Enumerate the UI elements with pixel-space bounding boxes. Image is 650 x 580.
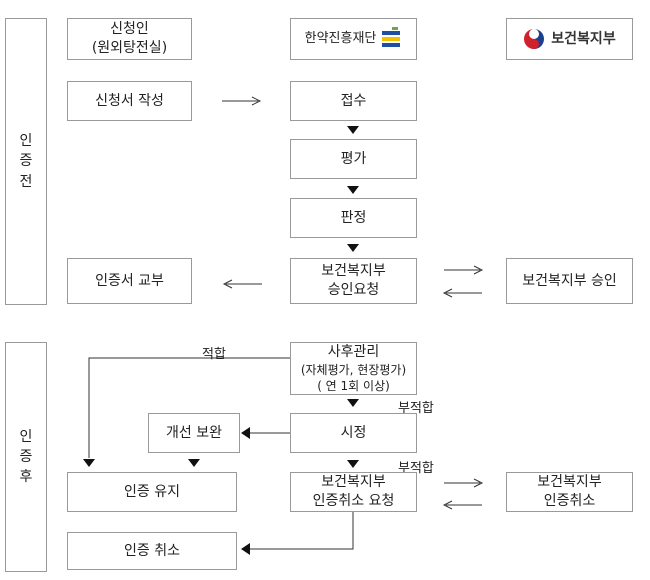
mohw-logo-box: 보건복지부: [506, 18, 633, 60]
applicant-label: 신청인: [110, 21, 149, 38]
improvement-box: 개선 보완: [148, 413, 240, 453]
application-label: 신청서 작성: [95, 92, 164, 109]
evaluation-label: 평가: [340, 150, 367, 167]
after-certification-panel: 인증후: [5, 342, 47, 572]
mohw-logo-text: 보건복지부: [551, 30, 616, 47]
cert-maintain-label: 인증 유지: [124, 483, 180, 500]
correction-order-box: 시정: [290, 413, 417, 453]
cancel-request-label-line1: 보건복지부: [321, 474, 386, 491]
unsuitable-label-1: 부적합: [398, 401, 434, 416]
post-management-label: 사후관리: [327, 343, 380, 360]
mohw-cancel-box: 보건복지부 인증취소: [506, 472, 633, 512]
triangle-into-maintain-left: [83, 459, 95, 467]
arrowhead-receipt: [251, 96, 262, 106]
mohw-cancel-label-line2: 인증취소: [543, 493, 596, 509]
post-management-methods: (자체평가, 현장평가): [300, 362, 407, 377]
triangle-judgment-to-request: [347, 244, 359, 252]
arrow-cancelrequest-to-cancel: [250, 512, 354, 550]
kmpf-logo-box: 한약진흥재단: [290, 18, 417, 60]
triangle-receipt-to-evaluation: [347, 126, 359, 134]
triangle-into-maintain-right: [188, 459, 200, 467]
certificate-issue-label: 인증서 교부: [95, 272, 164, 289]
approval-request-label-line1: 보건복지부: [321, 263, 386, 280]
judgment-label: 판정: [340, 209, 367, 226]
taegeuk-logo-icon: [524, 29, 545, 49]
receipt-label: 접수: [340, 92, 367, 109]
triangle-correction-to-cancelrequest: [347, 460, 359, 468]
evaluation-box: 평가: [290, 139, 417, 179]
triangle-into-improvement: [241, 427, 250, 439]
cert-cancel-label: 인증 취소: [124, 542, 180, 559]
application-box: 신청서 작성: [67, 81, 192, 121]
mohw-approval-box: 보건복지부 승인: [506, 258, 633, 304]
judgment-box: 판정: [290, 198, 417, 238]
mohw-cancel-label-line1: 보건복지부: [537, 474, 602, 491]
cancel-request-label-line2: 인증취소 요청: [312, 493, 395, 509]
suitable-label: 적합: [202, 347, 226, 362]
triangle-into-cancel: [241, 543, 250, 555]
post-management-box: 사후관리 (자체평가, 현장평가) ( 연 1회 이상): [290, 342, 417, 395]
triangle-evaluation-to-judgment: [347, 186, 359, 194]
before-certification-panel: 인증전: [5, 18, 47, 305]
triangle-postmgmt-to-correction: [347, 399, 359, 407]
cert-maintain-box: 인증 유지: [67, 472, 237, 512]
correction-order-label: 시정: [340, 424, 367, 441]
before-certification-label: 인증전: [19, 133, 33, 190]
post-management-frequency: ( 연 1회 이상): [317, 378, 390, 393]
arrowhead-issue: [222, 279, 233, 289]
applicant-box: 신청인 (원외탕전실): [67, 18, 192, 60]
after-certification-label: 인증후: [19, 428, 33, 486]
receipt-box: 접수: [290, 81, 417, 121]
arrow-suitable-to-maintain: [88, 357, 290, 458]
kmpf-logo-icon: [382, 27, 401, 47]
approval-request-box: 보건복지부 승인요청: [290, 258, 417, 304]
cert-cancel-box: 인증 취소: [67, 532, 237, 570]
applicant-sublabel: (원외탕전실): [91, 40, 168, 56]
cancel-request-box: 보건복지부 인증취소 요청: [290, 472, 417, 512]
kmpf-logo-text: 한약진흥재단: [304, 31, 377, 47]
improvement-label: 개선 보완: [166, 424, 222, 441]
certificate-issue-box: 인증서 교부: [67, 258, 192, 304]
mohw-approval-label: 보건복지부 승인: [522, 272, 617, 289]
approval-request-label-line2: 승인요청: [327, 282, 380, 298]
